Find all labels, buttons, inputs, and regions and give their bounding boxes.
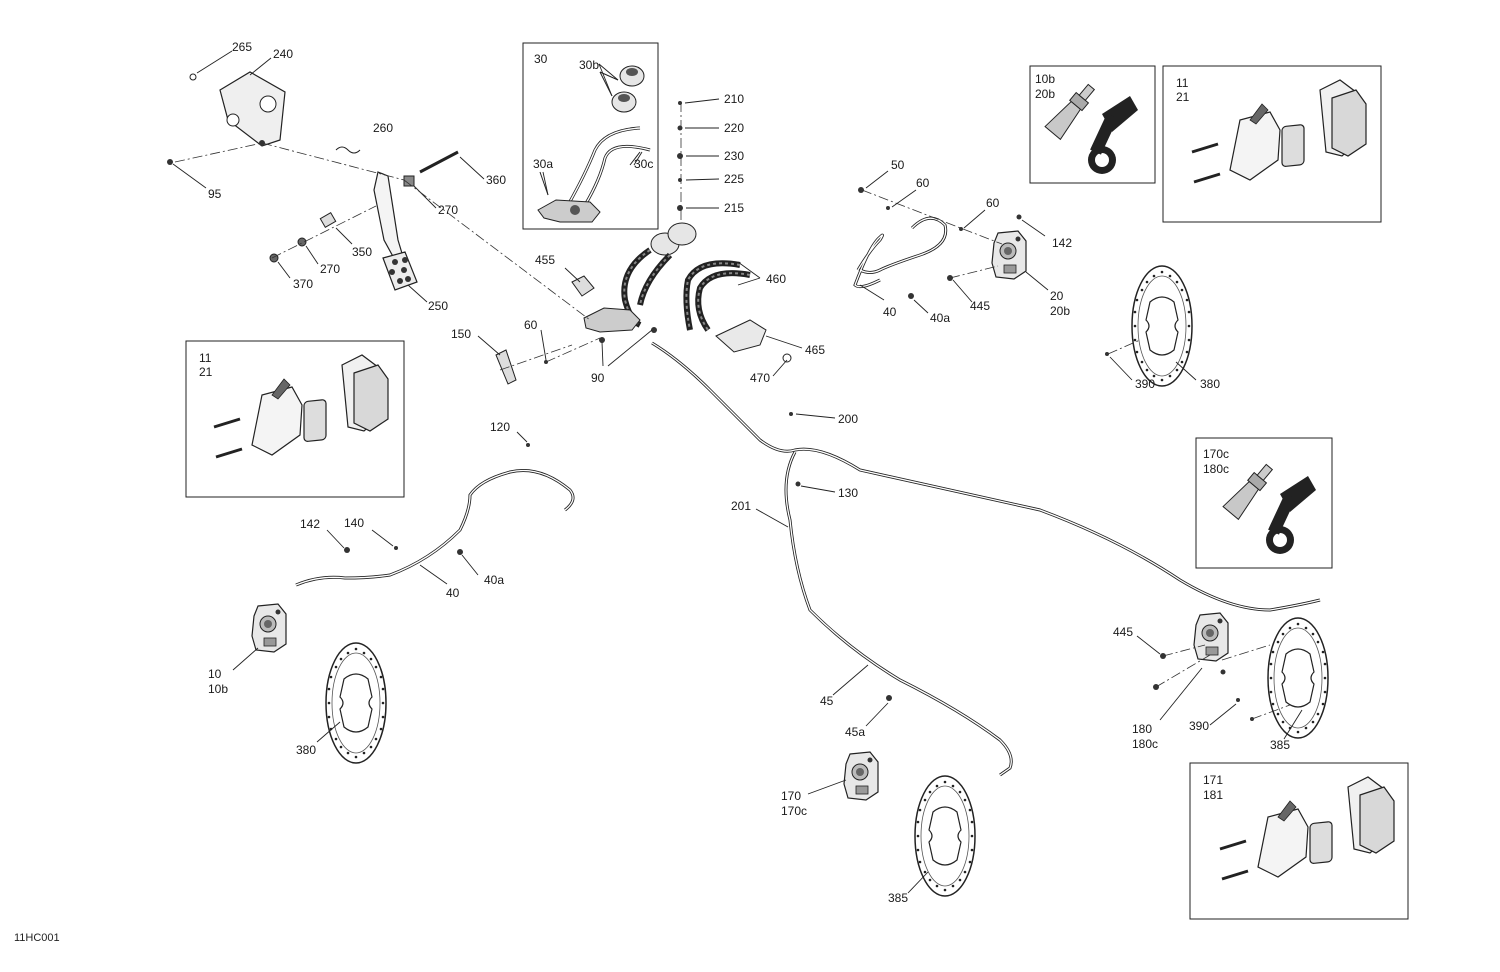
part-label: 201 [731,499,752,513]
master-cylinder-assembly [495,101,792,385]
part-label: 170c [781,804,808,818]
part-label: 10b [208,682,229,696]
part-label: 45a [845,725,866,739]
part-label: 265 [232,40,253,54]
part-label: 390 [1135,377,1156,391]
part-label: 445 [1113,625,1134,639]
part-label: 380 [1200,377,1221,391]
part-label: 40 [446,586,460,600]
part-label: 270 [320,262,341,276]
inset-170c-bleeder [1222,460,1316,554]
brake-lines [295,216,1321,777]
part-label: 250 [428,299,449,313]
inset-frames [185,42,1409,920]
part-label: 40a [930,311,951,325]
part-label: 455 [535,253,556,267]
inset-30-label: 30 [534,52,548,66]
part-label: 445 [970,299,991,313]
inset-pads-br-line1: 171 [1203,773,1224,787]
part-label: 140 [344,516,365,530]
inset-30b-label: 30b [579,58,600,72]
part-label: 270 [438,203,459,217]
part-label: 10 [208,667,222,681]
part-label: 150 [451,327,472,341]
part-label: 470 [750,371,771,385]
pedal-assembly [167,71,459,291]
inset-170c-line2: 180c [1203,462,1230,476]
part-label: 180c [1132,737,1159,751]
part-label: 20 [1050,289,1064,303]
inset-pads-br-line2: 181 [1203,788,1224,802]
part-label: 90 [591,371,605,385]
part-label: 215 [724,201,745,215]
part-label: 60 [986,196,1000,210]
part-label: 142 [1052,236,1073,250]
part-label: 120 [490,420,511,434]
centerlines [174,102,1291,720]
part-label: 60 [916,176,930,190]
part-label: 465 [805,343,826,357]
inset-30-master-cylinder [537,65,651,223]
part-label: 225 [724,172,745,186]
part-label: 40 [883,305,897,319]
inset-pads-tr-line1: 11 [1176,76,1189,90]
inset-pads-br [1218,775,1396,881]
inset-10b-line2: 20b [1035,87,1056,101]
part-label: 170 [781,789,802,803]
inset-pads-tr [1190,78,1368,184]
inset-30a-label: 30a [533,157,554,171]
part-label: 385 [888,891,909,905]
calipers [251,230,1229,801]
part-label: 240 [273,47,294,61]
part-label: 360 [486,173,507,187]
inset-pads-left-line2: 21 [199,365,213,379]
inset-pads-tr-line2: 21 [1176,90,1190,104]
inset-10b-bleeder [1044,80,1138,174]
part-label: 350 [352,245,373,259]
part-label: 230 [724,149,745,163]
part-label: 40a [484,573,505,587]
part-label: 45 [820,694,834,708]
part-label: 50 [891,158,905,172]
inset-pads-left-line1: 11 [199,351,212,365]
part-label: 95 [208,187,222,201]
part-label: 380 [296,743,317,757]
part-label: 460 [766,272,787,286]
inset-10b-line1: 10b [1035,72,1056,86]
part-label: 370 [293,277,314,291]
part-label: 390 [1189,719,1210,733]
part-label: 142 [300,517,321,531]
part-label: 130 [838,486,859,500]
part-label: 260 [373,121,394,135]
part-label: 210 [724,92,745,106]
part-label: 220 [724,121,745,135]
inset-pads-left [212,353,390,459]
part-label: 180 [1132,722,1153,736]
part-label: 200 [838,412,859,426]
part-label: 385 [1270,738,1291,752]
part-label: 60 [524,318,538,332]
brake-discs [325,265,1329,897]
hardware [344,187,1254,721]
inset-170c-line1: 170c [1203,447,1230,461]
leader-lines [172,50,1303,894]
part-label: 20b [1050,304,1071,318]
inset-30c-label: 30c [634,157,654,171]
drawing-id: 11HC001 [14,932,60,944]
